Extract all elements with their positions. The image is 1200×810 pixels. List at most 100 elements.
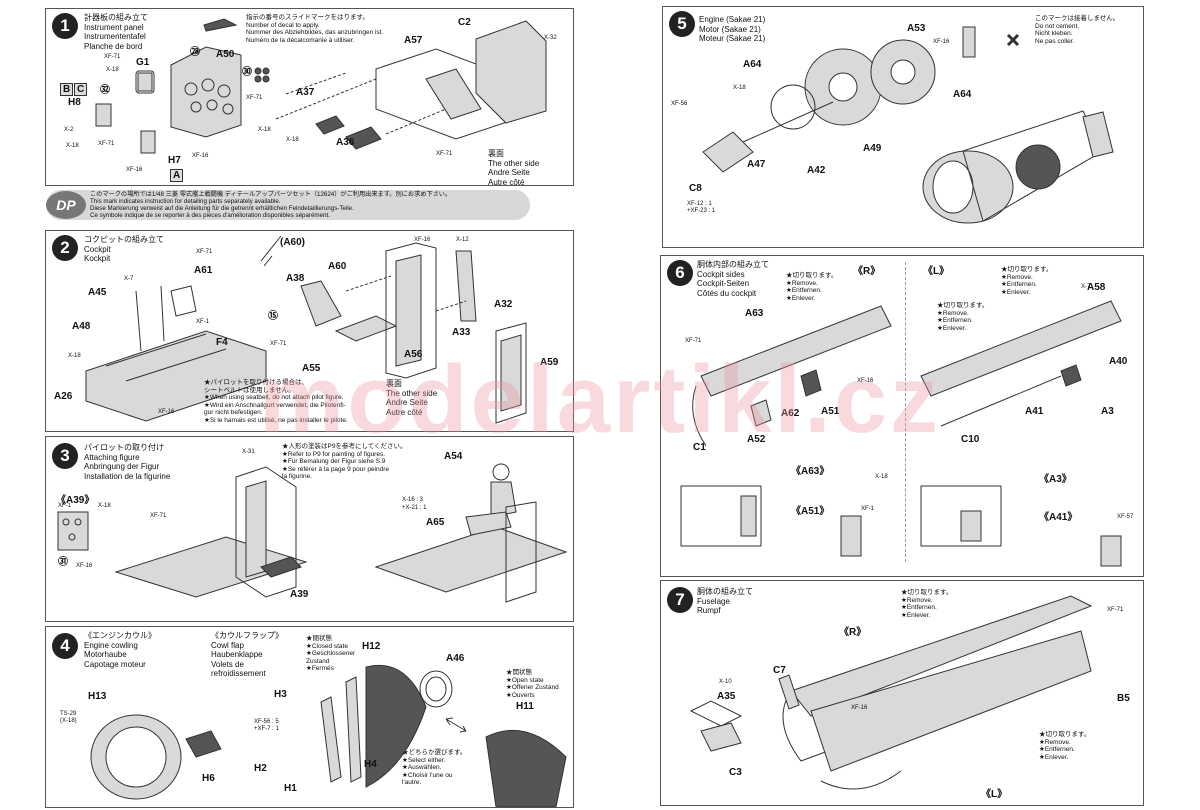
select-note: ★どちらか選びます。 ★Select either. ★Auswählen. ★… (402, 749, 467, 786)
paint-code: XF-16 (126, 167, 143, 173)
step-number: 4 (52, 633, 78, 659)
part-label: 《A63》 (791, 466, 830, 477)
part-label: A51 (821, 406, 840, 417)
part-label: A42 (807, 165, 826, 176)
part-label: C8 (689, 183, 702, 194)
paint-code: TS-29 (60, 711, 77, 717)
paint-code: XF-16 (851, 705, 868, 711)
remove-note-bottom: ★切り取ります。 ★Remove. ★Entfernen. ★Enlever. (1039, 731, 1091, 761)
step-title: 計器板の組み立て Instrument panel Instrumententa… (84, 13, 148, 51)
part-label: A48 (72, 321, 91, 332)
step-number: 6 (667, 260, 693, 286)
cockpit-sides-drawing (680, 300, 1122, 567)
part-label: 《R》 (839, 627, 867, 638)
part-label: C1 (693, 442, 706, 453)
part-label: H1 (284, 783, 297, 794)
paint-code: XF-16 (933, 39, 950, 45)
part-label: H4 (364, 759, 377, 770)
part-label: G1 (136, 57, 150, 68)
paint-code: XF-1 (861, 506, 875, 512)
paint-code: XF-1 (196, 319, 210, 325)
step-number: 3 (52, 443, 78, 469)
decal-number: ⑮ (268, 311, 278, 322)
paint-code: +XF-7 : 1 (254, 726, 279, 732)
fuselage-drawing (689, 595, 1093, 790)
step-number: 7 (667, 587, 693, 613)
part-label: A46 (446, 653, 465, 664)
paint-code: XF-16 (857, 378, 874, 384)
paint-code: XF-12 : 1 (687, 201, 712, 207)
part-label: A64 (743, 59, 762, 70)
paint-code: X-32 (544, 35, 557, 41)
part-label: A49 (863, 143, 882, 154)
part-label: 《R》 (853, 266, 881, 277)
paint-code: X-7 (1081, 284, 1091, 290)
part-label: A38 (286, 273, 305, 284)
paint-code: XF-16 (414, 237, 431, 243)
paint-code: XF-1 (58, 503, 72, 509)
part-label: H6 (202, 773, 215, 784)
step-7-panel: 7 胴体の組み立て Fuselage Rumpf ★切り取ります。 ★Remov… (660, 580, 1144, 806)
part-label: A64 (953, 89, 972, 100)
paint-code: X-18 (875, 474, 888, 480)
divider (905, 262, 906, 562)
paint-code: XF-71 (1107, 607, 1124, 613)
no-cement-note: このマークは接着しません。 Do not cement. Nicht klebe… (1035, 15, 1120, 45)
paint-code: +X-21 : 1 (402, 505, 427, 511)
sub-tag: A (170, 169, 184, 182)
step-number: 5 (669, 11, 695, 37)
part-label: A54 (444, 451, 463, 462)
part-label: A50 (216, 49, 235, 60)
part-label: H3 (274, 689, 287, 700)
part-label: A59 (540, 357, 559, 368)
open-state-note: ★開状態 ★Open state ★Offener Zustand ★Ouver… (506, 669, 559, 699)
decal-number: ㉘ (190, 47, 200, 58)
part-label: A45 (88, 287, 107, 298)
part-label: A39 (290, 589, 309, 600)
paint-code: X-31 (242, 449, 255, 455)
step-1-panel: 1 計器板の組み立て Instrument panel Instrumenten… (45, 8, 574, 186)
detail-up-banner (46, 190, 530, 220)
paint-code: X-18 (68, 353, 81, 359)
step-2-panel: 2 コクピットの組み立て Cockpit Kockpit (A60) A61 A… (45, 230, 574, 432)
part-label: A62 (781, 408, 800, 419)
part-label: A3 (1101, 406, 1114, 417)
paint-code: XF-71 (246, 95, 263, 101)
step-5-panel: 5 Engine (Sakae 21) Motor (Sakae 21) Mot… (662, 6, 1144, 248)
step-6-panel: 6 胴体内部の組み立て Cockpit sides Cockpit-Seiten… (660, 255, 1144, 577)
paint-code: X-18 (66, 143, 79, 149)
part-label: H8 (68, 97, 81, 108)
paint-code: XF-71 (436, 151, 453, 157)
part-label: 《A51》 (791, 506, 830, 517)
part-label: A61 (194, 265, 213, 276)
part-label: H12 (362, 641, 381, 652)
part-label: A57 (404, 35, 423, 46)
part-label: H11 (516, 701, 534, 712)
paint-code: XF-16 (192, 153, 209, 159)
decal-number: ㉜ (100, 85, 110, 96)
part-label: A41 (1025, 406, 1044, 417)
closed-state-note: ★閉状態 ★Closed state ★Geschlossener Zustan… (306, 635, 356, 672)
dp-note: このマークの場所では1/48 三菱 零式艦上戦闘機 ディテールアップパーツセット… (90, 191, 452, 219)
part-label: A47 (747, 159, 766, 170)
step-title: 胴体の組み立て Fuselage Rumpf (697, 587, 753, 615)
part-label: A52 (747, 434, 766, 445)
step-4-panel: 4 《エンジンカウル》 Engine cowling Motorhaube Ca… (45, 626, 574, 808)
paint-code: X-10 (719, 679, 732, 685)
part-label: A40 (1109, 356, 1128, 367)
part-label: F4 (216, 337, 228, 348)
part-label: A53 (907, 23, 926, 34)
part-label: A65 (426, 517, 445, 528)
part-label: H7 (168, 155, 181, 166)
seatbelt-note: ★パイロットを取り付ける場合は、 シートベルトは使用しません。 ★When us… (204, 379, 348, 424)
part-label: A56 (404, 349, 423, 360)
paint-code: X-16 : 3 (402, 497, 424, 503)
step-title: 《エンジンカウル》 Engine cowling Motorhaube Capo… (84, 631, 156, 669)
paint-code: XF-16 (76, 563, 93, 569)
dp-badge: DP (46, 191, 86, 219)
part-label: A33 (452, 327, 471, 338)
cockpit-drawing (85, 235, 527, 424)
paint-code: XF-71 (685, 338, 702, 344)
other-side-note: 裏面 The other side Andre Seite Autre côté (488, 149, 540, 186)
part-label: H13 (88, 691, 107, 702)
